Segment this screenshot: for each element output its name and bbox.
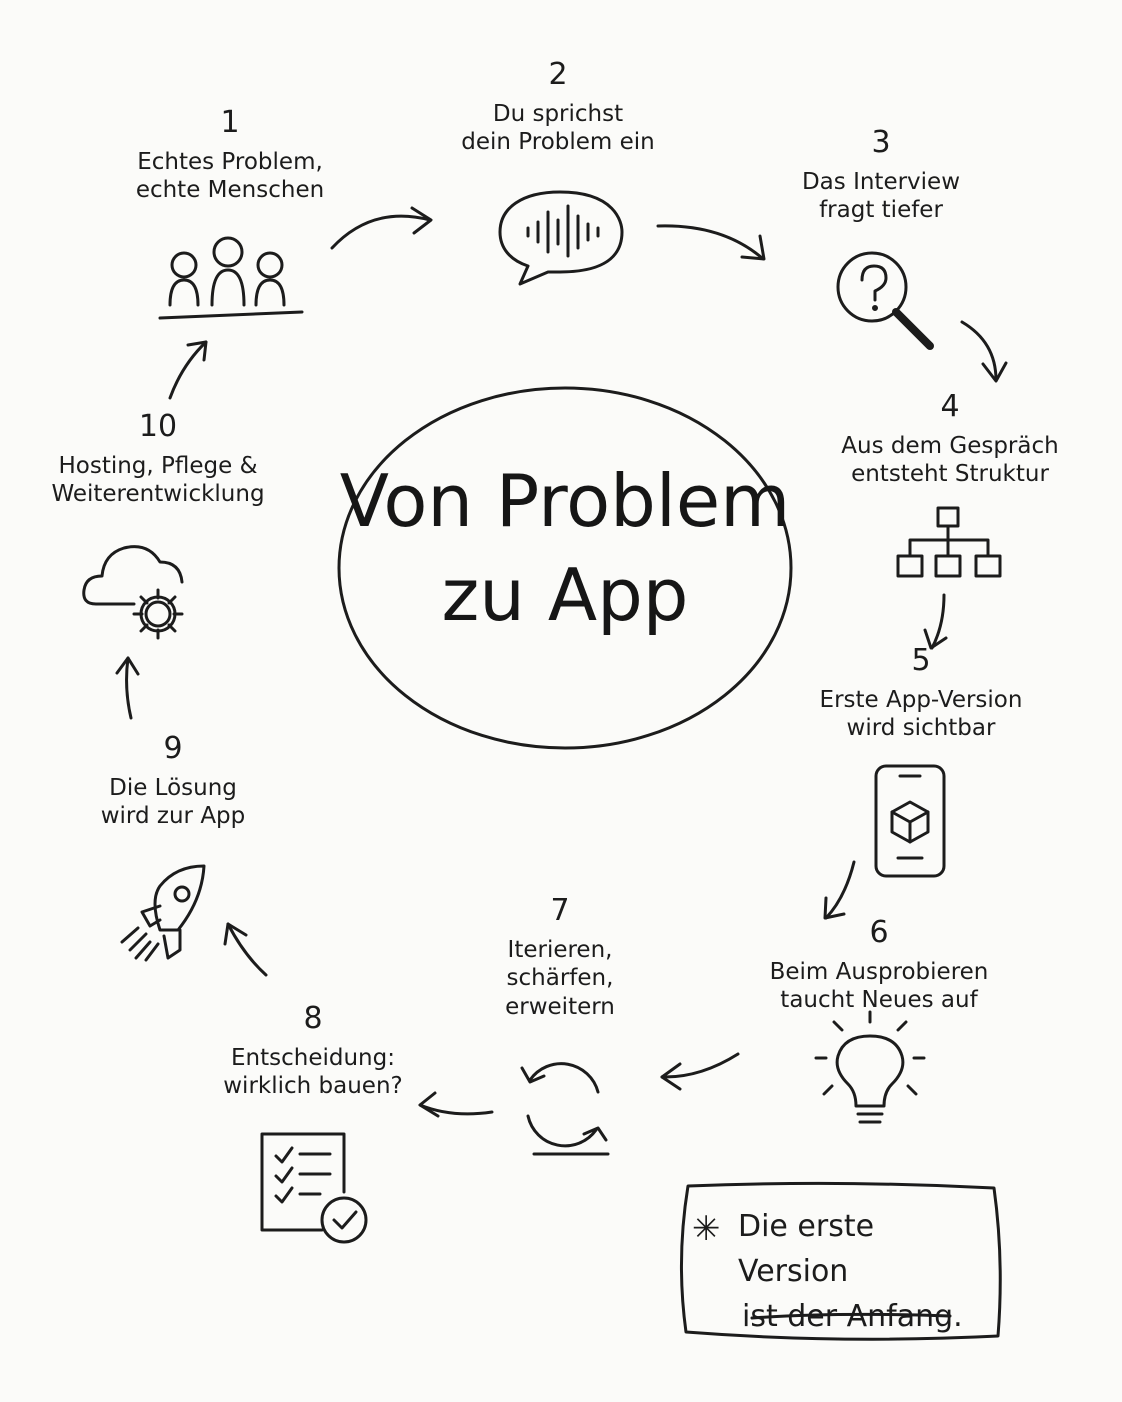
arrow-2-3 [656, 224, 766, 261]
people-icon [158, 236, 304, 320]
step-7: 7 Iterieren, schärfen, erweitern [470, 892, 650, 1022]
note-line-1: Die erste Version [738, 1209, 875, 1289]
step-4: 4 Aus dem Gespräch entsteht Struktur [838, 388, 1062, 489]
voice-bubble-icon [498, 190, 624, 286]
step-number: 3 [871, 125, 891, 160]
arrow-4-5 [923, 593, 948, 650]
arrow-5-6 [823, 860, 856, 920]
step-number: 2 [548, 57, 568, 92]
step-label: Iterieren, schärfen, erweitern [505, 936, 615, 1021]
cycle-icon [520, 1062, 610, 1156]
note: ✳ Die erste Version ist der Anfang. [692, 1204, 982, 1339]
step-9: 9 Die Lösung wird zur App [78, 730, 268, 831]
asterisk-icon: ✳ [692, 1209, 721, 1249]
step-label: Aus dem Gespräch entsteht Struktur [841, 432, 1059, 488]
arrow-8-9 [223, 922, 268, 977]
step-number: 7 [550, 893, 570, 928]
step-label: Echtes Problem, echte Menschen [135, 148, 325, 204]
title-line-1: Von Problem [339, 459, 791, 543]
step-6: 6 Beim Ausprobieren taucht Neues auf [762, 914, 996, 1015]
step-number: 9 [163, 731, 183, 766]
step-label: Erste App-Version wird sichtbar [819, 686, 1023, 742]
step-10: 10 Hosting, Pflege & Weiterentwicklung [40, 408, 276, 509]
hierarchy-icon [896, 506, 1002, 578]
arrow-7-8 [418, 1091, 494, 1118]
step-label: Du sprichst dein Problem ein [461, 100, 655, 156]
step-number: 10 [138, 409, 178, 444]
cloud-gear-icon [82, 545, 184, 640]
step-label: Das Interview fragt tiefer [801, 168, 961, 224]
note-box [679, 1181, 1002, 1341]
checklist-icon [260, 1132, 368, 1244]
arrow-9-10 [115, 656, 140, 720]
step-number: 6 [869, 915, 889, 950]
arrow-6-7 [660, 1052, 740, 1091]
step-8: 8 Entscheidung: wirklich bauen? [208, 1000, 418, 1101]
step-2: 2 Du sprichst dein Problem ein [438, 56, 678, 157]
arrow-1-2 [330, 206, 433, 250]
step-number: 8 [303, 1001, 323, 1036]
magnifier-question-icon [836, 251, 934, 350]
diagram-title: Von Problem zu App [330, 455, 800, 642]
step-number: 4 [940, 389, 960, 424]
step-5: 5 Erste App-Version wird sichtbar [806, 642, 1036, 743]
step-3: 3 Das Interview fragt tiefer [776, 124, 986, 225]
arrow-10-1 [168, 340, 208, 400]
rocket-icon [120, 864, 206, 962]
center-ellipse [337, 386, 793, 750]
step-label: Die Lösung wird zur App [100, 774, 246, 830]
step-label: Entscheidung: wirklich bauen? [223, 1044, 403, 1100]
step-1: 1 Echtes Problem, echte Menschen [120, 104, 340, 205]
step-label: Beim Ausprobieren taucht Neues auf [769, 958, 989, 1014]
phone-box-icon [874, 764, 946, 878]
title-line-2: zu App [441, 552, 689, 637]
step-label: Hosting, Pflege & Weiterentwicklung [51, 452, 265, 508]
step-number: 1 [220, 105, 240, 140]
lightbulb-icon [814, 1010, 926, 1124]
note-line-2: ist der Anfang. [742, 1299, 963, 1334]
arrow-3-4 [960, 320, 1008, 383]
step-number: 5 [911, 643, 931, 678]
